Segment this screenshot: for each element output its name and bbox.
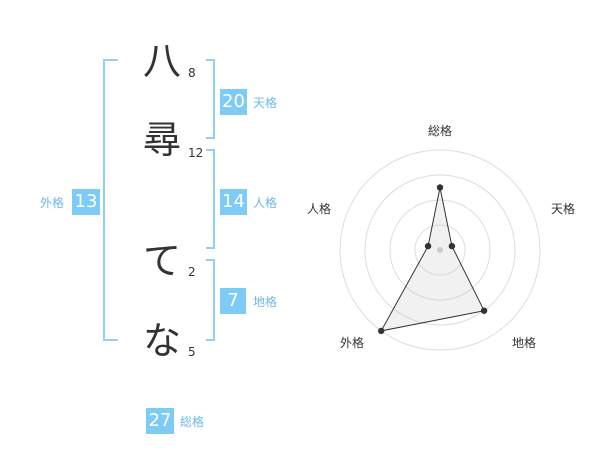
name-char-3: て bbox=[142, 239, 181, 283]
stroke-count-4: 5 bbox=[188, 345, 196, 359]
tenkaku-label: 天格 bbox=[253, 96, 278, 110]
radar-axis-label-jinkaku: 人格 bbox=[307, 202, 332, 216]
gaikaku-label: 外格 bbox=[40, 196, 65, 210]
chikaku-value: 7 bbox=[220, 288, 246, 314]
radar-grid-ring-2 bbox=[389, 199, 491, 301]
name-char-2: 尋 bbox=[142, 118, 181, 162]
radar-grid-ring-3 bbox=[364, 174, 516, 326]
jinkaku-value: 14 bbox=[220, 189, 247, 215]
chikaku-label: 地格 bbox=[253, 295, 278, 309]
jinkaku-bracket bbox=[206, 149, 215, 249]
tenkaku-value: 20 bbox=[220, 89, 247, 115]
soukaku-label: 総格 bbox=[180, 415, 205, 429]
name-char-1: 八 bbox=[142, 39, 181, 83]
radar-point-3 bbox=[480, 307, 488, 314]
gaikaku-value: 13 bbox=[72, 189, 100, 215]
radar-point-2 bbox=[448, 242, 456, 250]
radar-axis-label-soukaku: 総格 bbox=[428, 124, 453, 138]
soukaku-value: 27 bbox=[146, 408, 174, 434]
radar-axis-label-chikaku: 地格 bbox=[512, 336, 537, 350]
stroke-count-1: 8 bbox=[188, 66, 196, 80]
tenkaku-bracket bbox=[206, 59, 215, 139]
name-char-4: な bbox=[142, 319, 181, 363]
stroke-count-3: 2 bbox=[188, 265, 196, 279]
chikaku-bracket bbox=[206, 259, 215, 341]
stroke-count-2: 12 bbox=[188, 146, 204, 160]
radar-axis-label-gaikaku: 外格 bbox=[340, 336, 365, 350]
radar-point-5 bbox=[424, 242, 432, 250]
radar-center-dot bbox=[437, 247, 443, 253]
radar-axis-label-tenkaku: 天格 bbox=[551, 202, 576, 216]
radar-grid-ring-1 bbox=[414, 224, 466, 276]
radar-grid-ring-4 bbox=[339, 149, 541, 351]
radar-area bbox=[380, 187, 485, 332]
gaikaku-bracket bbox=[103, 59, 118, 341]
jinkaku-label: 人格 bbox=[253, 196, 278, 210]
radar-point-1 bbox=[436, 184, 444, 191]
radar-point-4 bbox=[378, 327, 385, 335]
